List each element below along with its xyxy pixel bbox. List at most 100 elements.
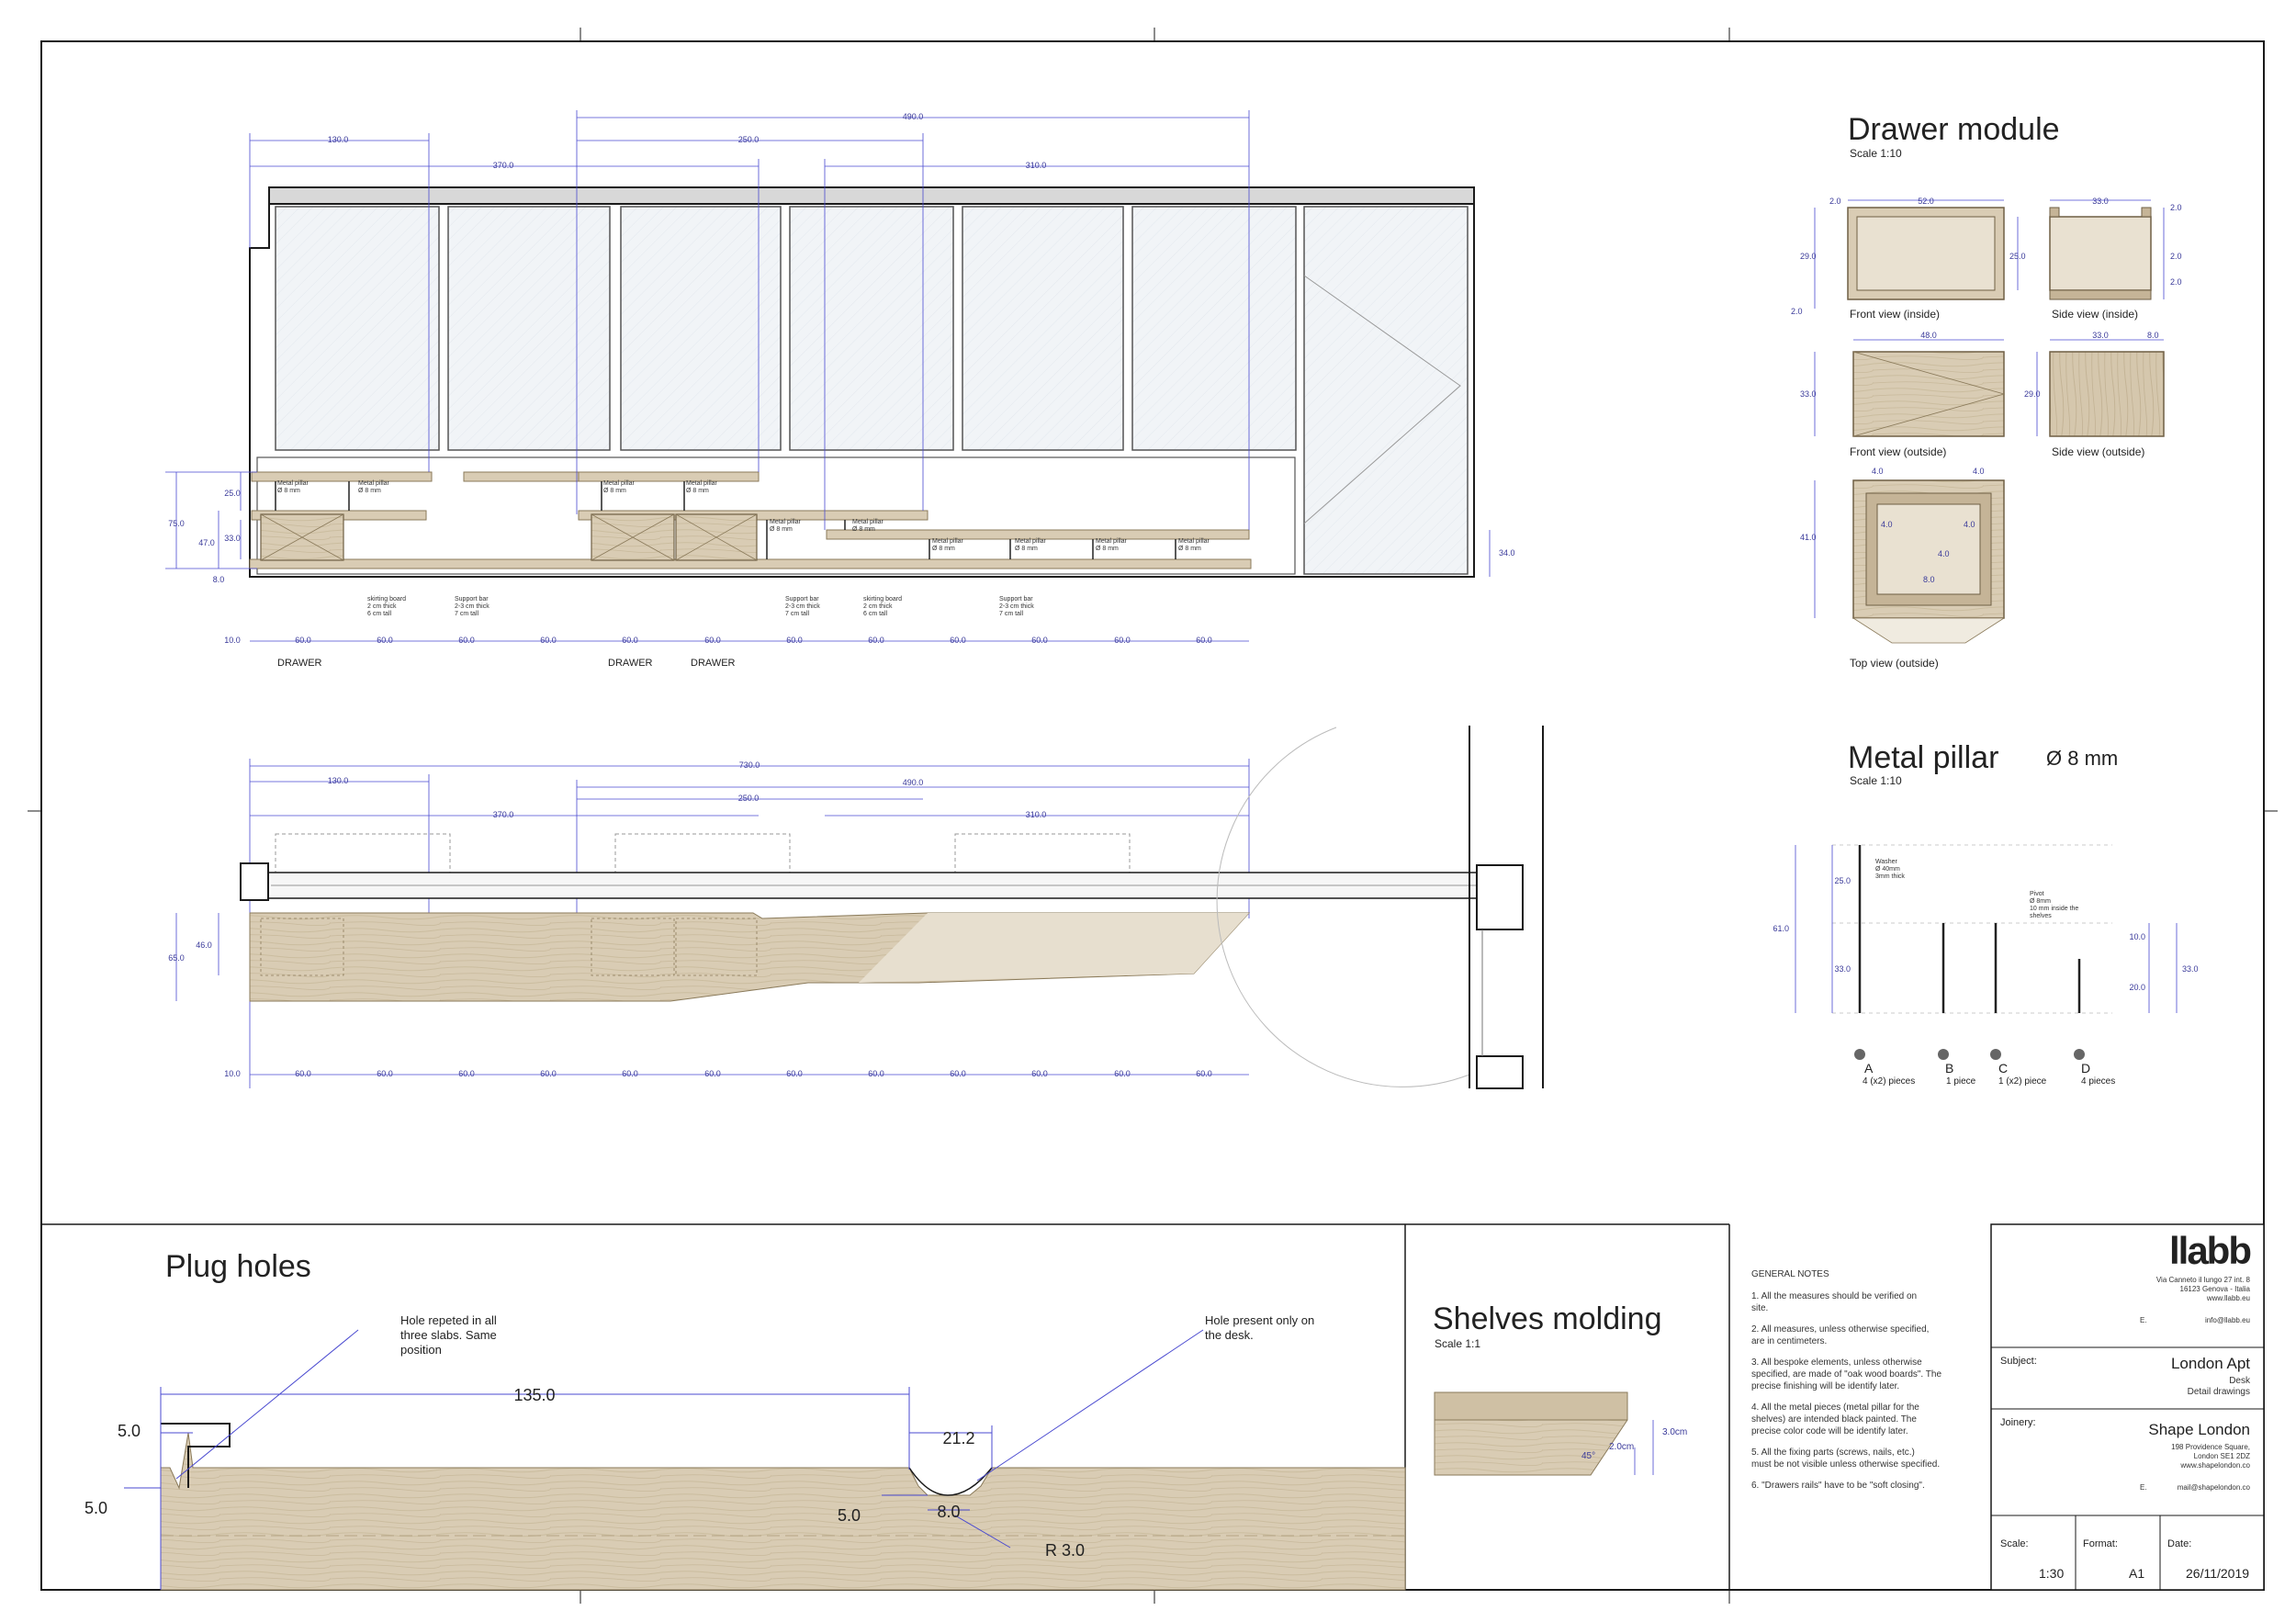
- svg-text:A1: A1: [2129, 1566, 2144, 1581]
- svg-text:are in centimeters.: are in centimeters.: [1751, 1336, 1827, 1346]
- plan-bottom-dim-labels: 60.0 60.0 60.0 60.0 60.0 60.0 60.0 60.0 …: [295, 1069, 1212, 1078]
- svg-text:60.0: 60.0: [868, 636, 884, 645]
- svg-text:1 piece: 1 piece: [1946, 1076, 1976, 1087]
- svg-text:position: position: [400, 1343, 442, 1357]
- svg-text:60.0: 60.0: [1114, 636, 1131, 645]
- svg-text:3. All bespoke elements,: 3. All bespoke elements, unless otherwis…: [1751, 1357, 1922, 1368]
- svg-text:250.0: 250.0: [738, 794, 760, 803]
- svg-text:60.0: 60.0: [704, 636, 721, 645]
- pillar-items: A 4 (x2) pieces B 1 piece C 1 (x2) piece…: [1863, 1061, 2115, 1087]
- svg-text:the desk.: the desk.: [1205, 1328, 1254, 1342]
- pillar-item-markers: [1854, 1049, 2085, 1060]
- svg-text:60.0: 60.0: [1031, 636, 1048, 645]
- svg-text:2.0: 2.0: [2170, 203, 2182, 212]
- svg-text:33.0: 33.0: [2182, 964, 2199, 974]
- svg-text:5.0: 5.0: [118, 1422, 141, 1440]
- plan-wall-right: [1469, 726, 1544, 1089]
- svg-text:site.: site.: [1751, 1303, 1768, 1313]
- metal-pillar-title: Metal pillar: [1848, 740, 1998, 775]
- svg-text:60.0: 60.0: [1114, 1069, 1131, 1078]
- elevation-top-dims: [249, 110, 1250, 530]
- svg-text:B: B: [1945, 1061, 1953, 1076]
- svg-text:precise finishing will be iden: precise finishing will be identify later…: [1751, 1381, 1899, 1391]
- svg-text:60.0: 60.0: [540, 636, 557, 645]
- svg-text:Ø 8 mm: Ø 8 mm: [686, 488, 709, 494]
- llabb-logo: llabb: [2169, 1229, 2250, 1272]
- svg-text:Ø 8 mm: Ø 8 mm: [358, 488, 381, 494]
- svg-text:Date:: Date:: [2167, 1538, 2191, 1549]
- plan-chair-outlines: [275, 833, 1131, 899]
- plan-side-dims: [175, 913, 219, 1001]
- svg-text:60.0: 60.0: [377, 1069, 393, 1078]
- svg-text:Ø 8 mm: Ø 8 mm: [603, 488, 626, 494]
- svg-text:DRAWER: DRAWER: [608, 658, 653, 669]
- svg-text:Via Canneto il lungo 27 int. 8: Via Canneto il lungo 27 int. 8: [2156, 1276, 2251, 1284]
- door-arc: [1216, 727, 1470, 1087]
- plug-holes-title: Plug holes: [165, 1249, 311, 1284]
- svg-text:Hole repeted in all: Hole repeted in all: [400, 1313, 497, 1327]
- metal-pillar-diameter: Ø 8 mm: [2046, 747, 2118, 770]
- window-header: [268, 186, 1475, 205]
- svg-text:730.0: 730.0: [739, 760, 760, 770]
- svg-text:2-3 cm thick: 2-3 cm thick: [999, 603, 1034, 610]
- plan-wall-left: [240, 862, 269, 901]
- svg-text:specified, are made of "oak wo: specified, are made of "oak wood boards"…: [1751, 1369, 1941, 1380]
- drawer-module-section: Drawer module Scale 1:10 Front view (ins…: [1791, 112, 2182, 670]
- frame-ticks: [28, 28, 2278, 1604]
- svg-text:198 Providence Square,: 198 Providence Square,: [2171, 1443, 2250, 1451]
- svg-text:60.0: 60.0: [704, 1069, 721, 1078]
- plug-holes-section: Plug holes 135.0 5.0 5.0 21.2 5.0 8.0 R …: [84, 1249, 1406, 1591]
- svg-text:65.0: 65.0: [168, 953, 185, 963]
- shelves-molding-title: Shelves molding: [1433, 1301, 1661, 1336]
- svg-text:Pivot: Pivot: [2030, 891, 2044, 897]
- svg-text:shelves: shelves: [2030, 913, 2052, 919]
- svg-text:GENERAL NOTES: GENERAL NOTES: [1751, 1269, 1829, 1279]
- svg-text:1. All the measures shoul: 1. All the measures should be verified o…: [1751, 1291, 1917, 1301]
- svg-text:3.0cm: 3.0cm: [1662, 1427, 1687, 1437]
- side-inside-label: Side view (inside): [2052, 308, 2138, 321]
- svg-text:Metal pillar: Metal pillar: [1178, 538, 1210, 545]
- svg-text:25.0: 25.0: [224, 489, 241, 498]
- svg-text:8.0: 8.0: [213, 575, 225, 584]
- svg-text:London SE1 2DZ: London SE1 2DZ: [2194, 1452, 2250, 1460]
- svg-text:52.0: 52.0: [1918, 197, 1934, 206]
- svg-text:60.0: 60.0: [295, 636, 311, 645]
- svg-text:60.0: 60.0: [1196, 636, 1212, 645]
- elevation-drawers: [260, 513, 758, 561]
- elevation-side-dim-labels: 25.0 75.0 47.0 33.0 8.0 10.0 34.0: [168, 489, 1514, 645]
- svg-text:Ø 8 mm: Ø 8 mm: [1096, 546, 1119, 552]
- svg-text:8.0: 8.0: [2147, 331, 2159, 340]
- svg-text:60.0: 60.0: [1196, 1069, 1212, 1078]
- svg-text:Washer: Washer: [1875, 859, 1898, 865]
- svg-text:D: D: [2081, 1061, 2090, 1076]
- svg-text:2 cm thick: 2 cm thick: [863, 603, 893, 610]
- svg-text:46.0: 46.0: [196, 941, 212, 950]
- svg-text:4.0: 4.0: [1938, 549, 1950, 558]
- svg-text:Support bar: Support bar: [999, 596, 1033, 603]
- svg-text:61.0: 61.0: [1773, 924, 1789, 933]
- svg-text:Desk: Desk: [2229, 1376, 2251, 1386]
- svg-text:25.0: 25.0: [1834, 876, 1851, 885]
- svg-text:33.0: 33.0: [2092, 331, 2109, 340]
- svg-text:47.0: 47.0: [198, 538, 215, 547]
- svg-text:skirting board: skirting board: [367, 596, 406, 603]
- svg-text:29.0: 29.0: [1800, 252, 1817, 261]
- svg-text:33.0: 33.0: [2092, 197, 2109, 206]
- top-outside-label: Top view (outside): [1850, 657, 1939, 670]
- pillar-rods: [1858, 845, 2081, 1013]
- svg-text:10.0: 10.0: [2129, 932, 2145, 941]
- elevation-bottom-dim-labels: 60.0 60.0 60.0 60.0 60.0 60.0 60.0 60.0 …: [295, 636, 1212, 645]
- svg-text:60.0: 60.0: [540, 1069, 557, 1078]
- svg-text:mail@shapelondon.co: mail@shapelondon.co: [2178, 1483, 2251, 1492]
- elevation-top-dim-labels: 490.0 130.0 250.0 370.0 310.0: [328, 112, 1047, 170]
- svg-text:Scale:: Scale:: [2000, 1538, 2029, 1549]
- svg-text:7 cm tall: 7 cm tall: [455, 611, 479, 617]
- svg-text:2-3 cm thick: 2-3 cm thick: [785, 603, 820, 610]
- svg-text:490.0: 490.0: [903, 778, 924, 787]
- svg-text:16123 Genova - Italia: 16123 Genova - Italia: [2180, 1285, 2251, 1293]
- svg-text:4. All the metal pieces (: 4. All the metal pieces (metal pillar fo…: [1751, 1402, 1919, 1413]
- drawer-module-scale: Scale 1:10: [1850, 147, 1902, 160]
- drawer-module-title: Drawer module: [1848, 112, 2060, 147]
